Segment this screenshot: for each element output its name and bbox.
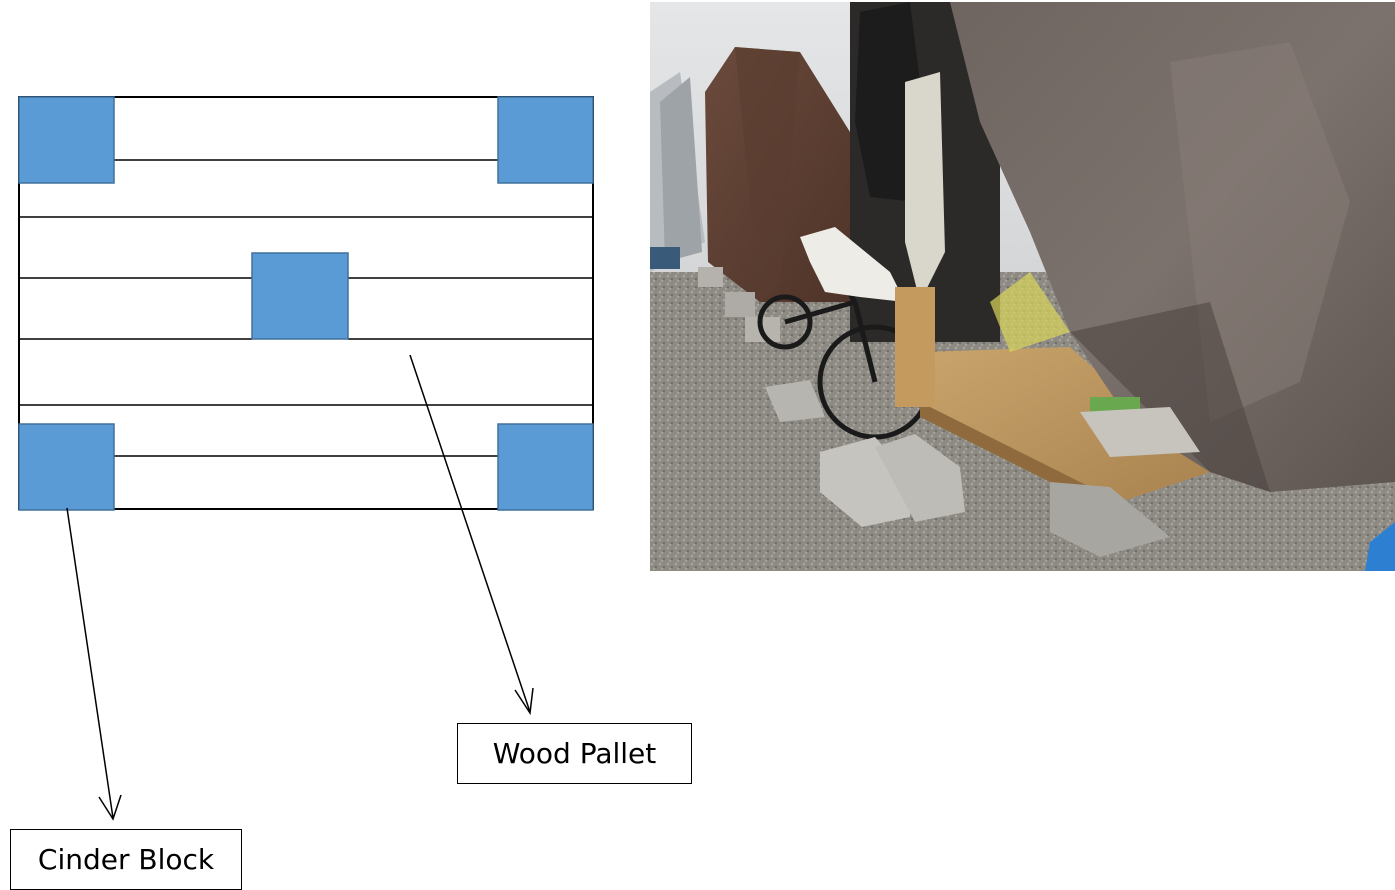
cinder-block-bottom-left <box>18 423 115 511</box>
cooler <box>650 247 680 269</box>
tarp-shadow <box>1070 302 1270 492</box>
deck-post <box>895 287 935 407</box>
cinder-blocks <box>18 96 594 511</box>
tent-photo <box>650 2 1395 571</box>
inner-tent <box>990 272 1070 352</box>
wood-pallet-arrow <box>409 354 534 716</box>
blue-item <box>1365 522 1395 571</box>
pallet-slats <box>19 159 593 457</box>
cinder-block-photo <box>875 434 965 522</box>
hanging-cloth <box>905 72 945 302</box>
small-block <box>1080 407 1200 457</box>
far-tent <box>660 77 702 262</box>
back-tent-side <box>735 47 800 302</box>
block <box>725 292 755 317</box>
cinder-block-top-right <box>497 96 594 184</box>
cinder-block-top-left <box>18 96 115 184</box>
cinder-block-bottom-right <box>497 423 594 511</box>
cinder-block-label: Cinder Block <box>10 829 242 890</box>
cinder-block-photo <box>765 380 825 422</box>
wood-pallet-label: Wood Pallet <box>457 723 692 784</box>
wood-deck <box>920 347 1210 502</box>
cinder-block-arrow <box>66 507 122 821</box>
block <box>698 267 723 287</box>
white-towel <box>800 227 905 302</box>
cinder-block-photo <box>1050 482 1170 557</box>
cinder-block-center <box>251 252 349 340</box>
